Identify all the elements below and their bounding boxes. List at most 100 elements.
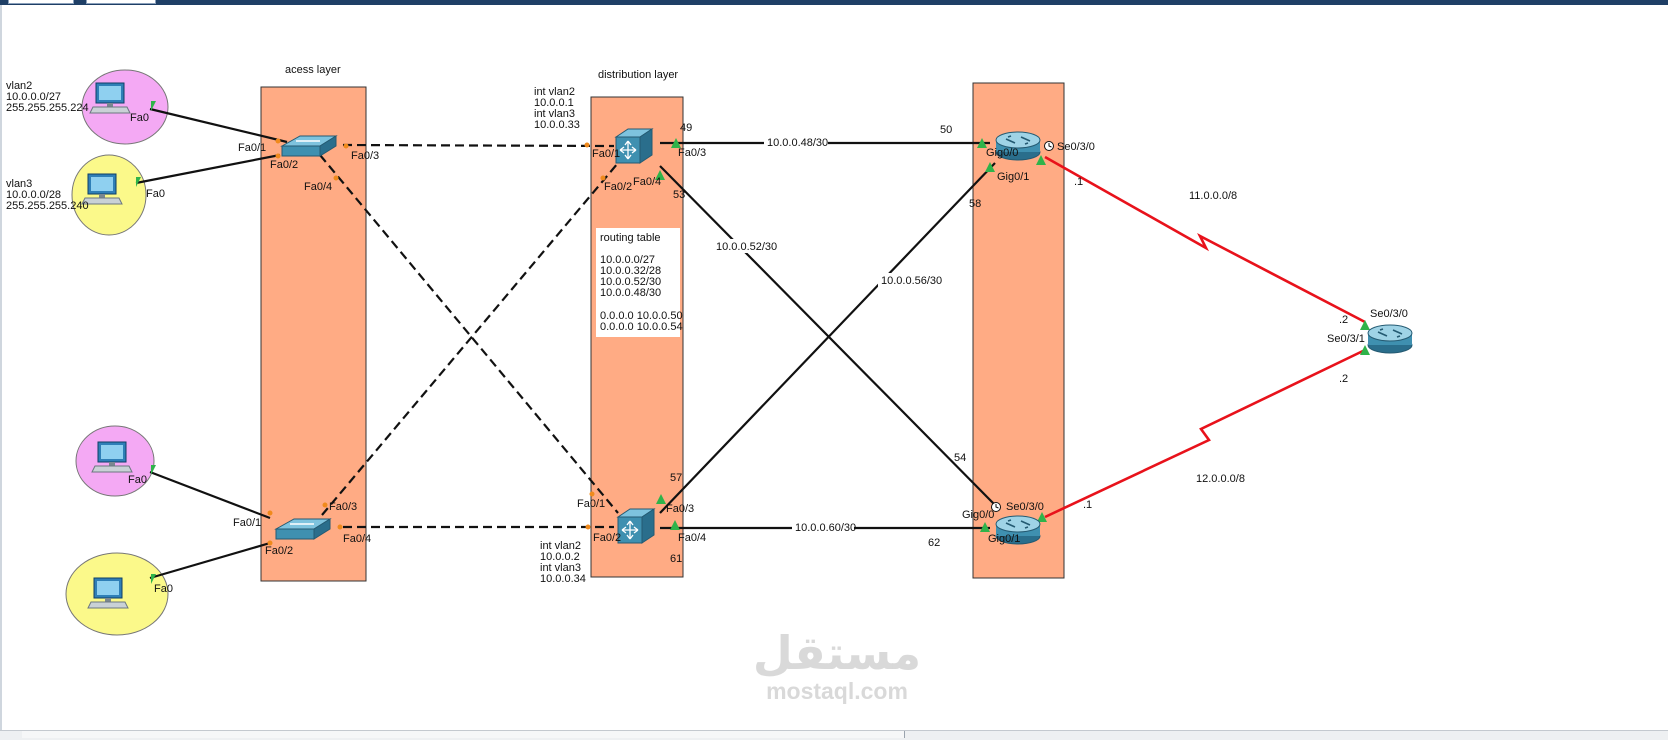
mls1-svi-line1: int vlan2	[534, 86, 575, 98]
sw1-port-fa03: Fa0/3	[351, 150, 379, 162]
trunk-sw1-mls2[interactable]	[319, 154, 619, 514]
ml-switch-top-multilayer-switch-icon[interactable]	[615, 128, 653, 164]
sw2-port-fa04: Fa0/4	[343, 533, 371, 545]
watermark-logo: مستقل	[752, 626, 922, 680]
mls1-svi-line3: int vlan3	[534, 108, 575, 120]
pc2-vlan-ellipse	[71, 154, 147, 236]
trunk-sw1-mls1[interactable]	[342, 143, 615, 148]
pc1-port-label: Fa0	[130, 112, 149, 124]
mls2-svi-line4: 10.0.0.34	[540, 573, 586, 585]
subnet-label-bg	[878, 273, 940, 287]
pc2-info-line2: 10.0.0.0/28	[6, 189, 61, 201]
r2-port-se030: Se0/3/0	[1006, 501, 1044, 513]
mls1-port-fa04: Fa0/4	[633, 176, 661, 188]
routing-table-title: routing table	[600, 232, 661, 244]
isp-host-bottom: .2	[1339, 373, 1348, 385]
sw1-port-fa04: Fa0/4	[304, 181, 332, 193]
router-isp-router-icon[interactable]	[1367, 324, 1413, 354]
r2-port-gig00: Gig0/0	[962, 509, 994, 521]
subnet-wan-top: 11.0.0.0/8	[1189, 190, 1237, 202]
link-mls2-r1-cross[interactable]	[659, 162, 996, 514]
sw1-port-fa02: Fa0/2	[270, 159, 298, 171]
r2-host-62: 62	[928, 537, 940, 549]
routing-table-route3: 10.0.0.52/30	[600, 276, 661, 288]
top-tab[interactable]	[86, 0, 156, 4]
r1-host-50: 50	[940, 124, 952, 136]
link-mls1-r2-cross[interactable]	[659, 165, 996, 506]
r1-host-serial: .1	[1074, 176, 1083, 188]
subnet-cross-b: 10.0.0.56/30	[881, 275, 942, 287]
distribution-layer-title: distribution layer	[598, 69, 678, 81]
pc4-port-label: Fa0	[154, 583, 173, 595]
routing-table-box	[596, 228, 680, 337]
serial-link-r2-isp[interactable]	[1044, 348, 1366, 519]
mls2-host-61: 61	[670, 553, 682, 565]
access-layer-title: acess layer	[285, 64, 341, 76]
mls2-port-fa01: Fa0/1	[577, 498, 605, 510]
mls2-port-fa03: Fa0/3	[666, 503, 694, 515]
mls1-port-fa01: Fa0/1	[592, 148, 620, 160]
r2-host-54: 54	[954, 452, 966, 464]
watermark-url: mostaql.com	[766, 678, 908, 704]
ml-switch-bottom-multilayer-switch-icon[interactable]	[617, 508, 655, 544]
routing-table-route4: 10.0.0.48/30	[600, 287, 661, 299]
isp-host-top: .2	[1339, 314, 1348, 326]
trunk-sw2-mls1[interactable]	[321, 162, 619, 516]
isp-port-se030: Se0/3/0	[1370, 308, 1408, 320]
top-tab[interactable]	[8, 0, 74, 4]
mls2-svi-line3: int vlan3	[540, 562, 581, 574]
pc1-info-line1: vlan2	[6, 80, 32, 92]
r1-port-gig00: Gig0/0	[986, 147, 1018, 159]
r2-host-serial: .1	[1083, 499, 1092, 511]
core-layer-box	[972, 82, 1065, 579]
subnet-label-bg	[764, 135, 828, 149]
mls1-host-49: 49	[680, 122, 692, 134]
isp-port-se031: Se0/3/1	[1327, 333, 1365, 345]
pc2-port-label: Fa0	[146, 188, 165, 200]
routing-table-route1: 10.0.0.0/27	[600, 254, 655, 266]
mls2-host-57: 57	[670, 472, 682, 484]
r1-host-58: 58	[969, 198, 981, 210]
canvas-left-edge	[0, 5, 2, 730]
pc4-pc-icon[interactable]	[87, 577, 129, 609]
mls2-svi-line2: 10.0.0.2	[540, 551, 580, 563]
link-pc4-sw2[interactable]	[149, 541, 271, 580]
mls1-host-53: 53	[673, 189, 685, 201]
link-pc3-sw2[interactable]	[149, 470, 271, 520]
link-pc1-sw1[interactable]	[149, 107, 288, 144]
mls1-port-fa02: Fa0/2	[604, 181, 632, 193]
mls1-svi-line2: 10.0.0.1	[534, 97, 574, 109]
r2-port-gig01: Gig0/1	[988, 533, 1020, 545]
sw2-port-fa02: Fa0/2	[265, 545, 293, 557]
routing-table-default2: 0.0.0.0 10.0.0.54	[600, 321, 683, 333]
pc1-info-line2: 10.0.0.0/27	[6, 91, 61, 103]
serial-link-r1-isp[interactable]	[1044, 155, 1366, 324]
link-pc2-sw1[interactable]	[135, 153, 281, 185]
routing-table-default1: 0.0.0.0 10.0.0.50	[600, 310, 683, 322]
subnet-bottom-link: 10.0.0.60/30	[795, 522, 856, 534]
sw2-port-fa01: Fa0/1	[233, 517, 261, 529]
r1-port-se030: Se0/3/0	[1057, 141, 1095, 153]
pc3-pc-icon[interactable]	[91, 441, 133, 473]
sw1-port-fa01: Fa0/1	[238, 142, 266, 154]
window-top-bar	[0, 0, 1668, 5]
watermark: مستقل mostaql.com	[712, 628, 962, 704]
mls1-port-fa03: Fa0/3	[678, 147, 706, 159]
access-layer-box	[260, 86, 367, 582]
r1-port-gig01: Gig0/1	[997, 171, 1029, 183]
pc2-info-line3: 255.255.255.240	[6, 200, 89, 212]
mls2-port-fa04: Fa0/4	[678, 532, 706, 544]
pc2-info-line1: vlan3	[6, 178, 32, 190]
mls1-svi-line4: 10.0.0.33	[534, 119, 580, 131]
subnet-top-link: 10.0.0.48/30	[767, 137, 828, 149]
subnet-label-bg	[792, 520, 854, 534]
pc1-info-line3: 255.255.255.224	[6, 102, 89, 114]
router-top-clock-icon	[1044, 141, 1054, 151]
subnet-wan-bottom: 12.0.0.0/8	[1196, 473, 1245, 485]
pc1-pc-icon[interactable]	[89, 82, 131, 114]
mls2-svi-line1: int vlan2	[540, 540, 581, 552]
mls2-port-fa02: Fa0/2	[593, 532, 621, 544]
pc3-port-label: Fa0	[128, 474, 147, 486]
scrollbar-thumb[interactable]	[22, 731, 905, 738]
